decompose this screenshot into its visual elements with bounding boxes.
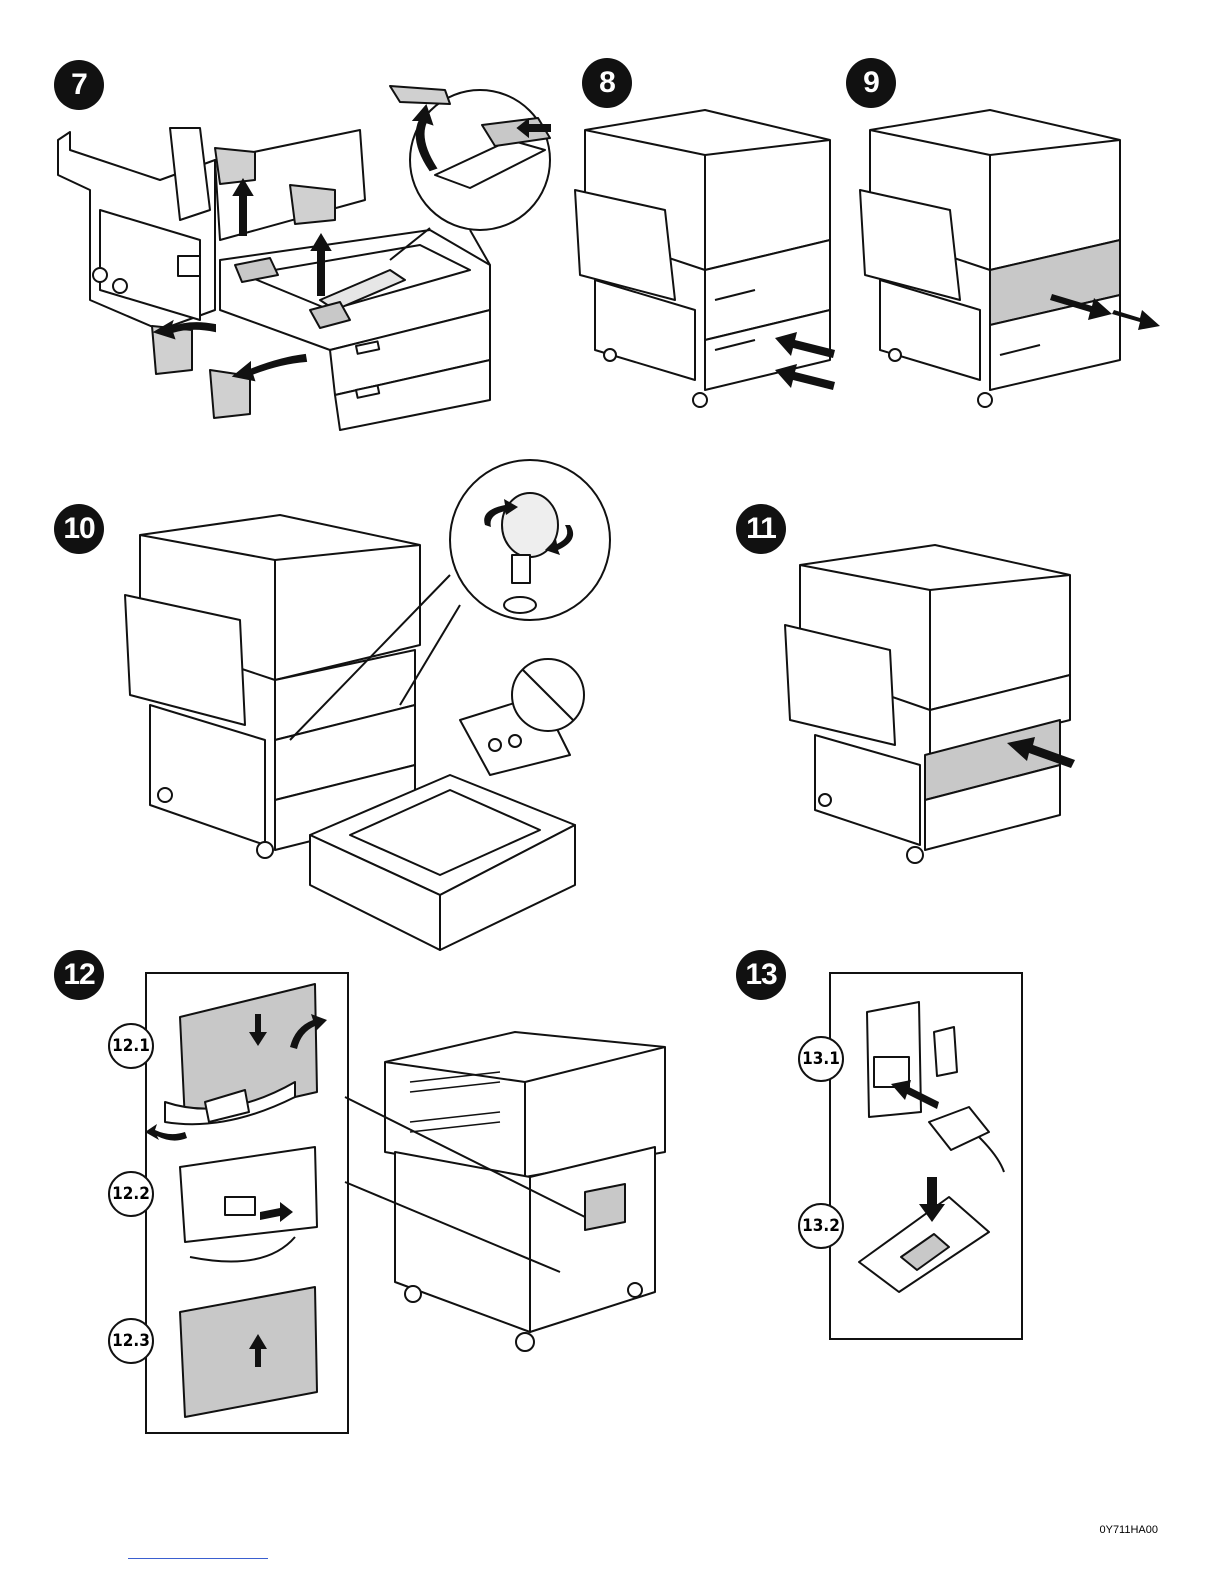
step-12-illustration — [145, 972, 685, 1434]
step-10-illustration — [110, 455, 600, 955]
step-9-illustration — [850, 100, 1170, 420]
step-11-illustration — [775, 535, 1085, 875]
step-10-badge: 10 — [54, 504, 104, 554]
document-code: 0Y711HA00 — [1099, 1524, 1158, 1536]
step-12-badge: 12 — [54, 950, 104, 1000]
step-7-illustration — [50, 80, 560, 440]
step-13-illustration — [829, 972, 1023, 1340]
footer-divider — [128, 1558, 268, 1559]
step-13-badge: 13 — [736, 950, 786, 1000]
step-8-illustration — [565, 100, 845, 420]
